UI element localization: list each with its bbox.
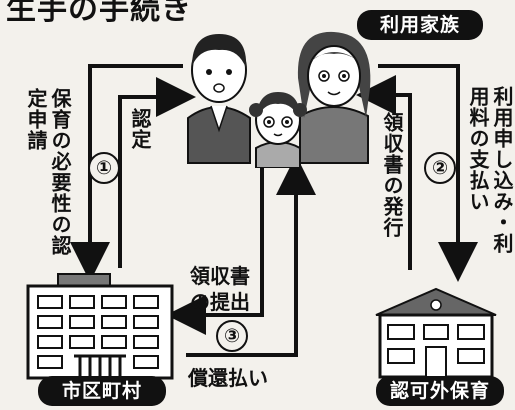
family-illustration [187, 31, 371, 168]
arrow-certification [118, 77, 196, 268]
step3-number: ③ [216, 320, 248, 352]
municipality-building-icon [26, 273, 174, 380]
step3-receipt-submit-line2: の提出 [190, 290, 250, 314]
municipality-label: 市区町村 [38, 376, 166, 406]
arrow-application [70, 64, 183, 282]
family-label: 利用家族 [357, 10, 483, 40]
arrow-apply-facility [378, 64, 478, 282]
step2-number: ② [424, 152, 456, 184]
step1-certification-text: 認定 [128, 108, 152, 150]
step3-receipt-submit-line1: 領収書 [190, 264, 250, 288]
diagram-title: 生手の手続き [6, 0, 192, 27]
arrow-receipt-issue [356, 75, 412, 270]
facility-building-icon [375, 287, 497, 379]
step3-reimbursement-text: 償還払い [188, 366, 268, 390]
step2-application-text: 利用申し込み・利用料の支払い [466, 86, 514, 254]
step1-application-text: 保育の必要性の認定申請 [24, 88, 72, 256]
arrow-reimbursement [186, 155, 316, 357]
facility-label: 認可外保育 [376, 376, 504, 406]
step1-number: ① [88, 152, 120, 184]
arrow-receipt-submit [166, 168, 264, 335]
step2-receipt-issue-text: 領収書の発行 [380, 112, 404, 238]
